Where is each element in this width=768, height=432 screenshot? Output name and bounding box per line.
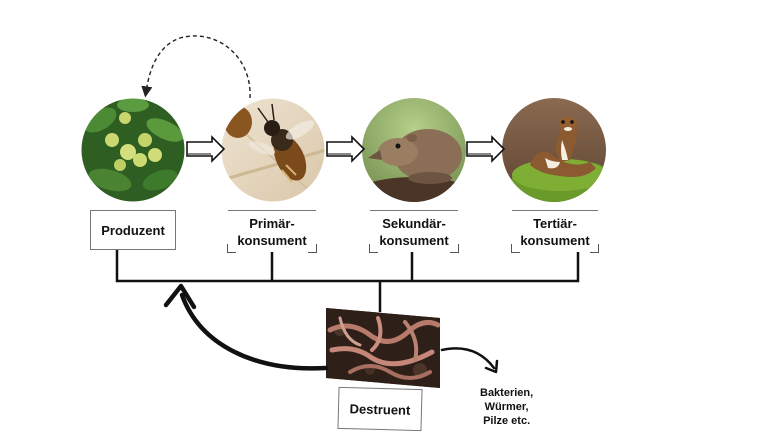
- label-primaer-text: Primär- konsument: [237, 215, 307, 248]
- arrow-produzent-to-primaer: [186, 135, 226, 163]
- connector-bracket: [115, 250, 580, 312]
- label-primaer: Primär- konsument: [227, 210, 317, 253]
- label-destruent-text: Destruent: [349, 400, 411, 418]
- recycle-arrow: [163, 283, 329, 371]
- tertiary-consumer-image: [502, 98, 606, 202]
- producer-image: [81, 98, 185, 202]
- label-sekundaer-text: Sekundär- konsument: [379, 215, 449, 248]
- label-produzent: Produzent: [90, 210, 176, 250]
- label-tertiaer: Tertiär- konsument: [511, 210, 599, 253]
- destruent-note-arrow: [440, 347, 499, 374]
- label-produzent-text: Produzent: [101, 222, 165, 238]
- decomposer-image: [326, 308, 440, 388]
- label-sekundaer: Sekundär- konsument: [369, 210, 459, 253]
- label-tertiaer-text: Tertiär- konsument: [520, 215, 590, 248]
- dashed-feedback-arrow: [141, 35, 251, 99]
- arrow-primaer-to-sekundaer: [326, 135, 366, 163]
- secondary-consumer-image: [362, 98, 466, 202]
- primary-consumer-image: [221, 98, 325, 202]
- arrow-sekundaer-to-tertiaer: [466, 135, 506, 163]
- label-destruent: Destruent: [337, 386, 423, 432]
- destruent-examples-note: Bakterien, Würmer, Pilze etc.: [480, 387, 534, 427]
